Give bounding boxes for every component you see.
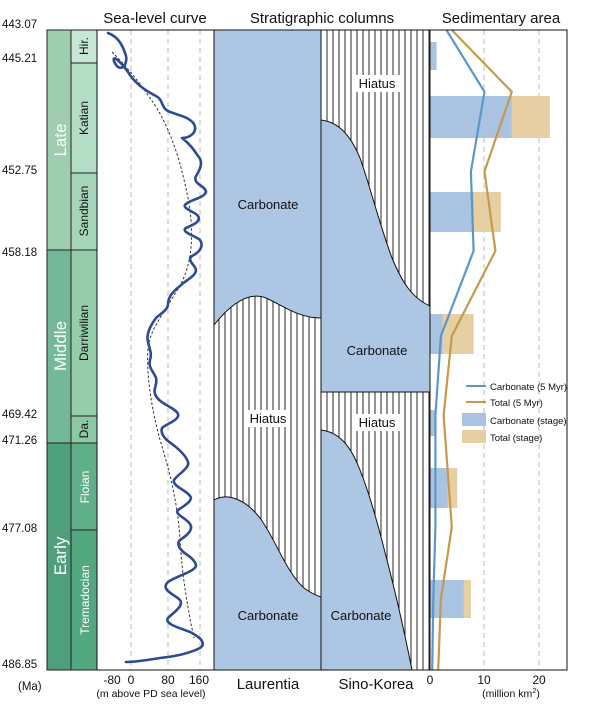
sedimentary-tick: 10 (477, 673, 491, 687)
sedimentary-panel: 0 10 20 (million km2) (427, 29, 550, 700)
stage-label: Hir. (77, 37, 91, 55)
epoch-early (46, 442, 72, 671)
epoch-label: Early (51, 536, 70, 575)
legend-label: Carbonate (stage) (490, 416, 567, 427)
sedimentary-tick: 0 (427, 673, 434, 687)
carbonate-stage-bar-floian (430, 468, 448, 508)
epoch-column: Late Middle Early (46, 29, 72, 671)
age-label: 486.85 (2, 659, 37, 671)
laurentia-label: Laurentia (237, 676, 300, 693)
sea-level-tick: -80 (103, 673, 121, 687)
sino-korea-label: Sino-Korea (338, 676, 414, 693)
stage-label: Da. (77, 420, 91, 439)
carbonate-stage-bar-da (430, 410, 435, 436)
age-label: 469.42 (2, 409, 37, 421)
long-term-trend-line (111, 51, 195, 639)
stage-dapingian (70, 415, 98, 444)
sea-level-tick: 80 (161, 673, 175, 687)
laurentia-hiatus-label: Hiatus (250, 411, 287, 426)
legend-swatch-carbonate-stage (462, 413, 486, 426)
carbonate-stage-bar-hir (430, 42, 437, 70)
carbonate-stage-bar-katian (430, 96, 512, 138)
age-label: 443.07 (2, 19, 37, 31)
stage-sandbian (70, 172, 98, 251)
sea-level-curve (106, 31, 208, 664)
age-axis: 443.07 445.21 452.75 458.18 469.42 471.2… (2, 19, 42, 693)
laurentia-carbonate-upper-label: Carbonate (238, 197, 299, 212)
total-5myr-line (437, 29, 513, 671)
sedimentary-header: Sedimentary area (442, 10, 561, 27)
sea-level-panel: -80 0 80 160 (m above PD sea level) (96, 30, 209, 700)
label-bg (246, 410, 290, 427)
age-label: 477.08 (2, 523, 37, 535)
laurentia-carbonate-lower (213, 496, 322, 671)
legend-label: Total (stage) (490, 433, 542, 444)
sedimentary-bars (430, 42, 550, 618)
sea-level-tick: 0 (128, 673, 135, 687)
carbonate-stage-bar-sandbian (430, 192, 474, 232)
age-label: 445.21 (2, 53, 37, 65)
stage-label: Darriwilian (77, 305, 91, 361)
laurentia-carbonate-upper (213, 29, 322, 327)
sino-korea-hiatus-lower-label: Hiatus (359, 415, 396, 430)
age-label: 452.75 (2, 165, 37, 177)
sedimentary-lines (431, 29, 513, 671)
sino-korea-carbonate-lower (320, 429, 413, 671)
label-bg (232, 606, 302, 624)
stage-column: Hir. Katian Sandbian Darriwilian Da. Flo… (70, 29, 98, 671)
epoch-label: Middle (51, 321, 70, 371)
age-label: 471.26 (2, 435, 37, 447)
stratigraphic-header: Stratigraphic columns (250, 10, 394, 27)
stage-label: Katian (77, 101, 91, 135)
sea-level-frame (96, 29, 215, 671)
label-bg (243, 196, 295, 214)
laurentia-carbonate-lower-label: Carbonate (238, 608, 299, 623)
legend-label: Total (5 Myr) (490, 398, 543, 409)
panel-frames (96, 29, 568, 671)
carbonate-5myr-line (431, 29, 486, 671)
sedimentary-tick: 20 (532, 673, 546, 687)
sino-korea-column: Hiatus Carbonate Hiatus Carbonate (320, 30, 431, 671)
sea-level-axis-label: (m above PD sea level) (96, 688, 205, 700)
laurentia-column: Carbonate Hiatus Carbonate (213, 29, 322, 671)
age-label: 458.18 (2, 247, 37, 259)
age-unit: (Ma) (18, 681, 42, 693)
sino-korea-carbonate-upper-label: Carbonate (347, 343, 408, 358)
sino-korea-hiatus-upper-label: Hiatus (359, 76, 396, 91)
sea-level-tick: 160 (189, 673, 209, 687)
legend-label: Carbonate (5 Myr) (490, 382, 567, 393)
stage-label: Sandbian (77, 186, 91, 237)
stage-tremadocian (70, 529, 98, 671)
sedimentary-frame (429, 29, 568, 671)
label-bg (354, 414, 400, 431)
sea-level-header: Sea-level curve (103, 10, 206, 27)
epoch-late (46, 29, 72, 251)
legend: Carbonate (5 Myr) Total (5 Myr) Carbonat… (462, 382, 567, 444)
epoch-label: Late (51, 123, 70, 156)
stage-label: Floian (78, 471, 92, 504)
carbonate-stage-bar-tremadocian (430, 580, 464, 618)
legend-swatch-total-stage (462, 430, 486, 443)
epoch-middle (46, 249, 72, 444)
label-bg (354, 75, 400, 92)
sedimentary-axis-label: (million km2) (482, 686, 540, 700)
sino-korea-carbonate-lower-label: Carbonate (331, 608, 392, 623)
sino-korea-carbonate-upper (320, 119, 431, 393)
stage-label: Tremadocian (78, 565, 92, 635)
